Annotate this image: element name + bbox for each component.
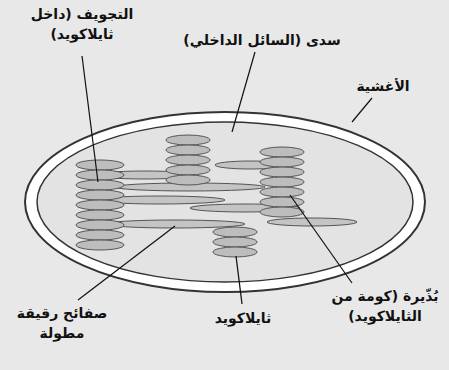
membranes-label: الأغشية	[328, 76, 438, 96]
granum-label: بُذّيرة (كومة من الثايلاكويد)	[326, 286, 444, 327]
lumen-label: التجويف (داخل ثايلاكويد)	[23, 4, 141, 45]
outer-membrane	[25, 112, 425, 292]
grana	[76, 135, 304, 257]
leader-lines	[78, 52, 372, 304]
stroma-label: سدى (السائل الداخلي)	[152, 30, 372, 50]
lamellae	[95, 161, 357, 228]
lamellae-label: صفائح رقيقة مطولة	[16, 303, 108, 344]
thylakoid-label: ثايلاكويد	[183, 308, 303, 328]
